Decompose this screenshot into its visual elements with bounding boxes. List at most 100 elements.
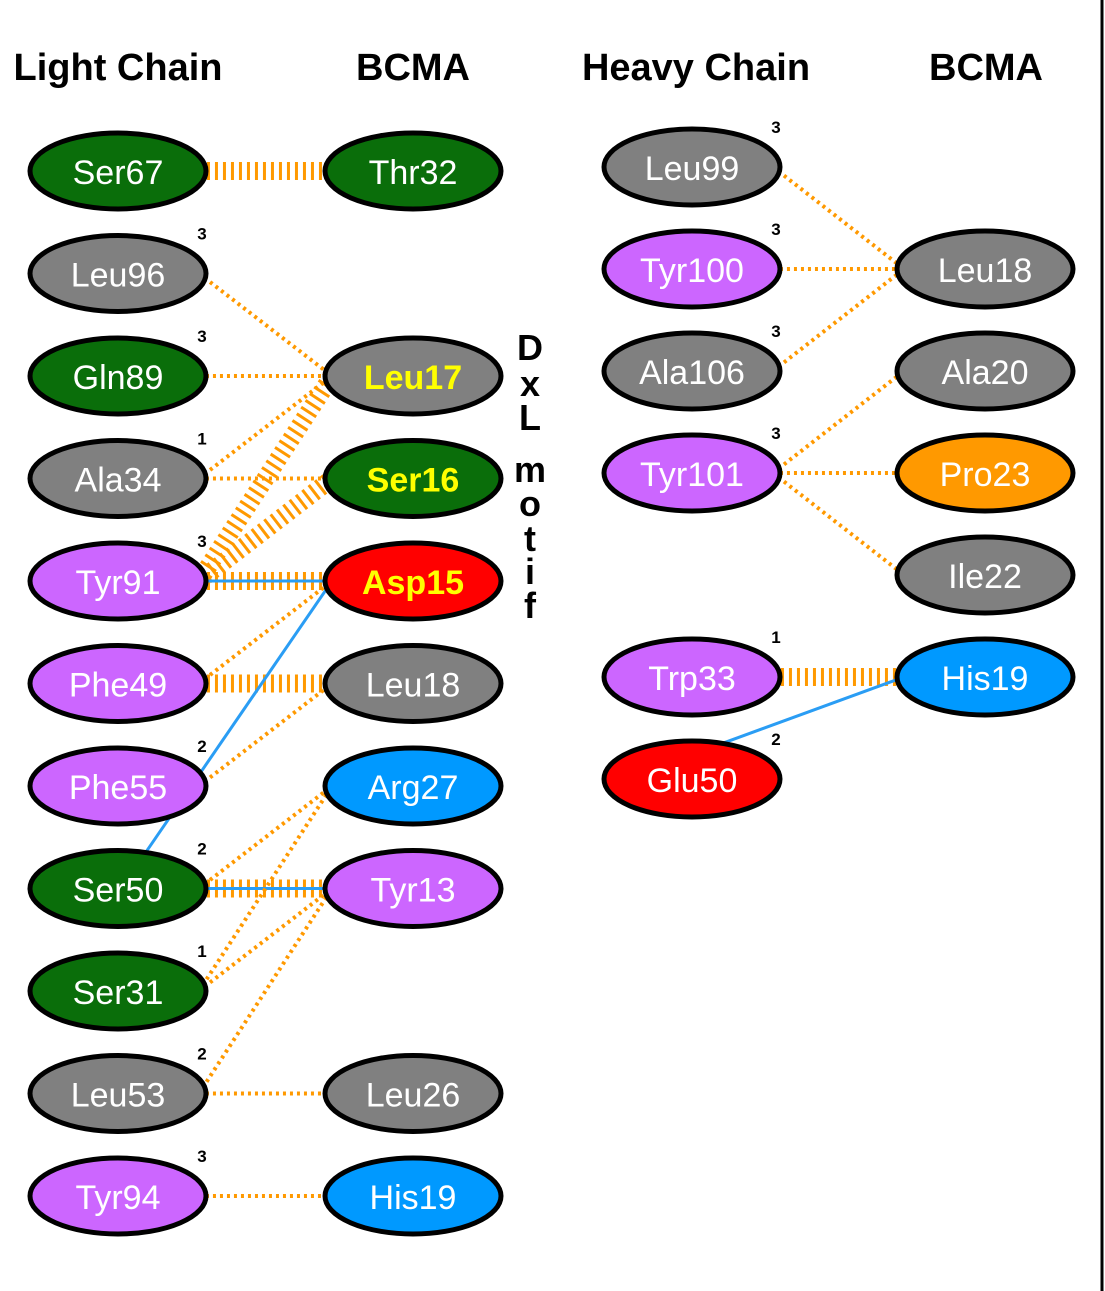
- residue-ellipse: [322, 848, 504, 929]
- residue-superscript: 3: [197, 327, 206, 346]
- residue-bcma-left-leu26: Leu26: [322, 1053, 504, 1134]
- residue-bcma-right-ile22: Ile22: [894, 534, 1076, 616]
- residue-ellipse: [27, 745, 209, 827]
- residue-ellipse: [27, 335, 209, 417]
- residue-label: Ala20: [942, 354, 1029, 392]
- residue-light-ser67: Ser67: [27, 130, 209, 212]
- interaction-hydrophobic-13: [197, 784, 334, 891]
- interaction-hydrophobic-11: [197, 681, 334, 788]
- residue-label: Arg27: [368, 769, 459, 807]
- interaction-hydrophobic-3: [197, 374, 334, 481]
- residue-bcma-left-his19: His19: [322, 1155, 504, 1237]
- residue-label: Ser50: [73, 872, 164, 910]
- residue-label: Ile22: [948, 558, 1022, 596]
- residue-light-ser50: Ser50 2: [27, 840, 209, 929]
- residue-label: Leu26: [366, 1077, 461, 1115]
- residue-label: Tyr13: [370, 872, 455, 910]
- residue-ellipse: [322, 438, 504, 519]
- residue-label: Gln89: [73, 359, 164, 397]
- residue-bcma-left-asp15: Asp15: [322, 540, 504, 622]
- residue-label: Ser16: [367, 462, 460, 500]
- residue-ellipse: [27, 848, 209, 929]
- residue-light-leu96: Leu96 3: [27, 225, 209, 314]
- residue-label: Leu17: [364, 359, 462, 397]
- residue-ellipse: [27, 130, 209, 212]
- residue-ellipse: [27, 1053, 209, 1134]
- interaction-links: [143, 162, 906, 1198]
- residue-superscript: 2: [197, 737, 206, 756]
- residue-bcma-right-his19: His19: [894, 636, 1076, 718]
- residue-bcma-right-ala20: Ala20: [894, 330, 1076, 412]
- residue-ellipse: [894, 534, 1076, 616]
- motif-letter: m: [514, 449, 546, 490]
- residue-label: Tyr94: [75, 1179, 160, 1217]
- interaction-hydrophobic-16: [197, 784, 334, 993]
- motif-letter: L: [519, 397, 541, 438]
- residue-light-phe55: Phe55 2: [27, 737, 209, 827]
- residue-label: Pro23: [940, 456, 1031, 494]
- motif-letter: f: [524, 585, 537, 626]
- residue-ellipse: [322, 335, 504, 417]
- residue-label: Ala34: [75, 462, 162, 500]
- residue-light-gln89: Gln89 3: [27, 327, 209, 417]
- header-heavy-chain: Heavy Chain: [582, 47, 810, 89]
- residue-ellipse: [322, 1155, 504, 1237]
- residue-light-ala34: Ala34 1: [27, 430, 209, 519]
- interaction-hydrophobic-6: [193, 471, 338, 589]
- residue-light-phe49: Phe49: [27, 643, 209, 724]
- header-light-chain: Light Chain: [14, 47, 223, 89]
- residue-label: Ala106: [639, 354, 745, 392]
- residue-ellipse: [601, 228, 783, 310]
- motif-letter: D: [517, 327, 543, 368]
- residue-superscript: 3: [771, 322, 780, 341]
- residue-ellipse: [322, 540, 504, 622]
- interaction-hydrophobic-9: [197, 579, 334, 686]
- residue-superscript: 2: [197, 840, 206, 859]
- interaction-hydrophobic-5: [191, 371, 340, 586]
- residue-ellipse: [27, 1155, 209, 1237]
- interaction-hbond-28: [717, 675, 905, 747]
- motif-letter: t: [524, 518, 536, 559]
- residue-ellipse: [894, 228, 1076, 310]
- residue-label: Leu18: [366, 667, 461, 705]
- residue-superscript: 3: [771, 424, 780, 443]
- residue-superscript: 1: [197, 430, 206, 449]
- residue-label: Phe55: [69, 769, 167, 807]
- residue-label: Leu96: [71, 257, 166, 295]
- residue-ellipse: [27, 233, 209, 314]
- residue-ellipse: [322, 745, 504, 827]
- residue-nodes: Ser67Leu963Gln893Ala341Tyr913Phe49Phe552…: [27, 118, 1076, 1237]
- interaction-hydrophobic-18: [197, 887, 334, 1095]
- residue-ellipse: [601, 126, 783, 208]
- residue-label: His19: [370, 1179, 457, 1217]
- residue-ellipse: [322, 130, 504, 212]
- residue-bcma-left-tyr13: Tyr13: [322, 848, 504, 929]
- residue-heavy-ala106: Ala106 3: [601, 322, 783, 412]
- residue-bcma-right-leu18: Leu18: [894, 228, 1076, 310]
- interaction-hydrophobic-26: [771, 471, 906, 577]
- residue-superscript: 3: [197, 225, 206, 244]
- residue-superscript: 2: [197, 1045, 206, 1064]
- residue-ellipse: [894, 432, 1076, 514]
- residue-bcma-left-thr32: Thr32: [322, 130, 504, 212]
- residue-ellipse: [27, 643, 209, 724]
- residue-ellipse: [601, 636, 783, 718]
- residue-ellipse: [894, 330, 1076, 412]
- residue-label: Thr32: [369, 154, 458, 192]
- interaction-hydrophobic-24: [771, 369, 906, 475]
- residue-bcma-left-leu17: Leu17: [322, 335, 504, 417]
- residue-ellipse: [322, 643, 504, 724]
- motif-letter: x: [520, 363, 540, 404]
- residue-label: Phe49: [69, 667, 167, 705]
- residue-bcma-left-arg27: Arg27: [322, 745, 504, 827]
- residue-bcma-left-leu18: Leu18: [322, 643, 504, 724]
- residue-ellipse: [601, 432, 783, 514]
- residue-label: Glu50: [647, 762, 738, 800]
